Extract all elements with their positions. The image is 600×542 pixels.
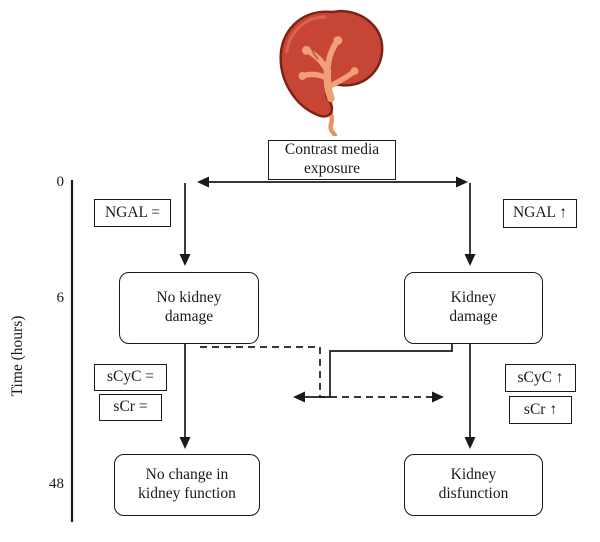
- label-ngal-up: NGAL ↑: [503, 199, 577, 228]
- time-tick-0: 0: [56, 174, 65, 190]
- arrowhead-crossover-left-icon: [293, 391, 305, 403]
- node-kidney-damage: Kidney damage: [404, 272, 543, 344]
- node-contrast-media-exposure: Contrast media exposure: [268, 140, 396, 180]
- label-ngal-equal: NGAL =: [94, 199, 171, 227]
- arrowheads: [179, 176, 476, 449]
- solid-crossover-line: [304, 344, 453, 398]
- time-axis-label: Time (hours): [9, 315, 26, 397]
- node-kidney-disfunction: Kidney disfunction: [404, 454, 543, 516]
- arrowhead-crossover-right-icon: [432, 391, 444, 403]
- arrowhead-down-left2-icon: [179, 437, 191, 449]
- node-no-change-kidney-function: No change in kidney function: [114, 454, 260, 516]
- kidney-calyces: [298, 36, 359, 80]
- arrowhead-down-left-icon: [179, 254, 191, 266]
- label-scyc-up: sCyC ↑: [505, 364, 576, 392]
- arrowhead-down-right-icon: [464, 254, 476, 266]
- arrowhead-down-right2-icon: [464, 437, 476, 449]
- arrowhead-left-icon: [197, 176, 209, 188]
- node-no-kidney-damage: No kidney damage: [119, 272, 259, 344]
- time-tick-48: 48: [49, 476, 64, 492]
- kidney-icon: [272, 6, 390, 138]
- label-scr-equal: sCr =: [99, 394, 162, 421]
- arrowhead-right-icon: [456, 176, 468, 188]
- time-tick-6: 6: [56, 290, 65, 306]
- label-scr-up: sCr ↑: [509, 396, 572, 424]
- branch-lines: [70, 180, 471, 522]
- dashed-crossover-line: [200, 346, 433, 398]
- label-scyc-equal: sCyC =: [94, 364, 167, 391]
